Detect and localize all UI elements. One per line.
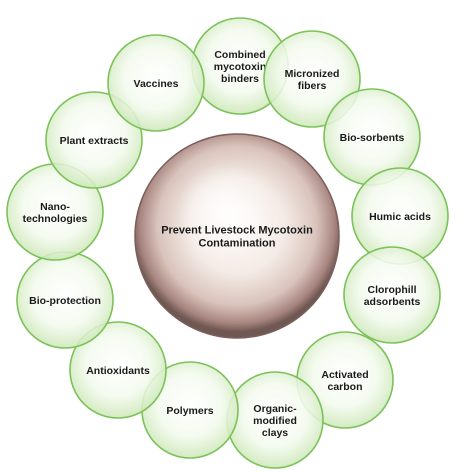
node-label: Nano-technologies (23, 201, 88, 225)
node-plant-extracts: Plant extracts (45, 91, 143, 189)
node-label: Humic acids (369, 211, 431, 223)
node-label: Polymers (166, 405, 213, 417)
node-nano-technologies: Nano-technologies (6, 163, 104, 261)
node-bio-sorbents: Bio-sorbents (323, 88, 421, 186)
node-antioxidants: Antioxidants (69, 321, 167, 419)
node-circle (263, 30, 361, 128)
node-vaccines: Vaccines (107, 34, 205, 132)
node-circle (343, 246, 441, 344)
node-label: Vaccines (134, 78, 179, 90)
node-polymers: Polymers (141, 361, 239, 459)
node-bio-protection: Bio-protection (16, 251, 114, 349)
node-circle (107, 34, 205, 132)
node-label: Bio-sorbents (340, 132, 405, 144)
node-label: Bio-protection (29, 295, 101, 307)
center-highlight (162, 156, 302, 296)
node-circle (45, 91, 143, 189)
node-circle (69, 321, 167, 419)
node-label: Antioxidants (86, 365, 150, 377)
node-label: Plant extracts (60, 135, 129, 147)
